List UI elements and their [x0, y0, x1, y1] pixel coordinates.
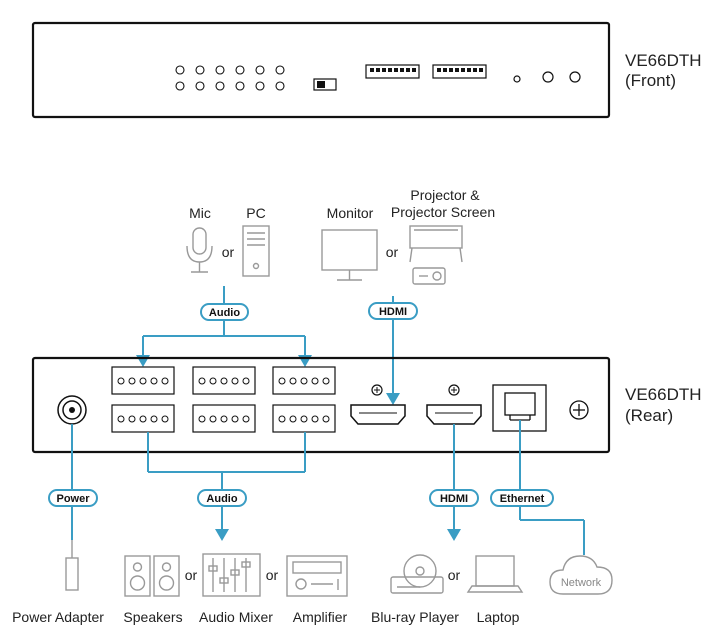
audio-tag-top: [200, 303, 249, 321]
laptop-icon: [466, 555, 524, 593]
bottom-audio-connection: [147, 432, 306, 541]
amplifier-label: Amplifier: [293, 609, 348, 625]
hdmi-tag-top-label: HDMI: [379, 306, 407, 318]
front-side-label: (Front): [625, 71, 676, 90]
bluray-player-label: Blu-ray Player: [371, 609, 459, 625]
or-label-5: or: [448, 567, 461, 583]
or-label-2: or: [386, 244, 399, 260]
top-audio-connection: [136, 286, 312, 367]
ethernet-connection: [519, 420, 585, 555]
projector-icon: [409, 225, 463, 285]
front-slide-switch: [313, 78, 337, 91]
ethernet-tag: [490, 489, 554, 507]
front-dip-switch-1: [365, 64, 420, 79]
laptop-label: Laptop: [477, 609, 520, 625]
bottom-hdmi-connection: [447, 424, 461, 541]
or-label-3: or: [185, 567, 198, 583]
monitor-label: Monitor: [327, 205, 374, 221]
projector-label-line1: Projector &: [410, 187, 480, 203]
rear-model-label: VE66DTH: [625, 385, 702, 404]
amplifier-icon: [286, 555, 348, 597]
hdmi-out-port: [426, 384, 482, 425]
audio-mixer-label: Audio Mixer: [199, 609, 273, 625]
audio-terminal-pins: [117, 377, 330, 423]
ground-screw: [569, 400, 589, 420]
front-model-label: VE66DTH: [625, 51, 702, 70]
pc-label: PC: [246, 205, 265, 221]
ethernet-tag-label: Ethernet: [500, 493, 545, 505]
speakers-label: Speakers: [123, 609, 182, 625]
rear-panel: [31, 356, 611, 454]
audio-tag-top-label: Audio: [209, 307, 240, 319]
or-label-4: or: [266, 567, 279, 583]
network-label: Network: [561, 577, 602, 589]
hdmi-tag-bottom-label: HDMI: [440, 493, 468, 505]
power-adapter-label: Power Adapter: [12, 609, 104, 625]
audio-mixer-icon: [202, 553, 261, 597]
mic-label: Mic: [189, 205, 211, 221]
front-panel: [31, 21, 611, 119]
power-adapter-plug-icon: [65, 540, 79, 591]
power-tag-label: Power: [56, 493, 90, 505]
network-cloud-icon: [549, 555, 613, 595]
hdmi-tag-top: [368, 302, 418, 320]
audio-tag-bottom-label: Audio: [206, 493, 237, 505]
front-buttons: [513, 71, 581, 83]
mic-icon: [186, 227, 213, 273]
bluray-player-icon: [390, 554, 444, 594]
monitor-icon: [321, 229, 378, 281]
projector-label-line2: Projector Screen: [391, 204, 495, 220]
front-led-grid: [175, 65, 285, 91]
audio-tag-bottom: [197, 489, 247, 507]
or-label-1: or: [222, 244, 235, 260]
front-dip-switch-2: [432, 64, 487, 79]
hdmi-in-port: [350, 384, 406, 425]
speakers-icon: [124, 555, 180, 597]
power-tag: [48, 489, 98, 507]
rear-side-label: (Rear): [625, 406, 673, 425]
hdmi-tag-bottom: [429, 489, 479, 507]
power-jack: [57, 395, 87, 425]
pc-tower-icon: [242, 225, 270, 277]
